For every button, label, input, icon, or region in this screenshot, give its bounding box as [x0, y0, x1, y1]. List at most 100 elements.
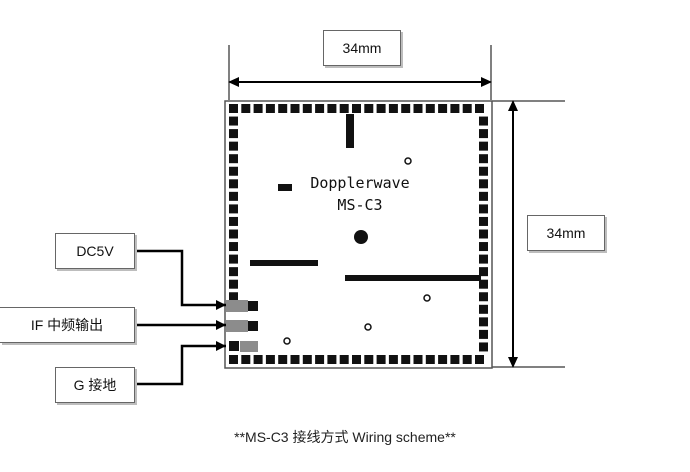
- perimeter-pad: [229, 204, 238, 214]
- perimeter-pad: [479, 242, 488, 252]
- perimeter-pad: [479, 317, 488, 327]
- perimeter-pad: [253, 104, 263, 113]
- wire-gnd-arrow: [216, 341, 226, 351]
- pin-pad-dc5v: [226, 300, 248, 312]
- perimeter-pad: [479, 154, 488, 164]
- perimeter-pad: [479, 304, 488, 314]
- perimeter-pads: [229, 104, 488, 364]
- perimeter-pad: [479, 204, 488, 214]
- perimeter-pad: [475, 355, 484, 364]
- perimeter-pad: [229, 355, 238, 364]
- perimeter-pad: [479, 129, 488, 139]
- perimeter-pad: [388, 104, 398, 113]
- perimeter-pad: [364, 355, 374, 364]
- perimeter-pad: [462, 355, 472, 364]
- perimeter-pad: [438, 104, 448, 113]
- small-pad-block: [278, 184, 292, 191]
- perimeter-pad: [229, 267, 238, 277]
- perimeter-pad: [352, 355, 361, 364]
- perimeter-pad: [229, 242, 238, 252]
- perimeter-pad: [479, 179, 488, 189]
- right-arrow-bottom: [508, 357, 518, 368]
- board-model-label: MS-C3: [337, 196, 383, 214]
- pin-label-dc5v: DC5V: [55, 233, 135, 269]
- perimeter-pad: [413, 104, 423, 113]
- via-hole: [423, 294, 431, 302]
- perimeter-pad: [229, 116, 238, 126]
- pin-pad-dc5v-end: [248, 301, 258, 311]
- perimeter-pad: [479, 116, 488, 126]
- perimeter-pad: [229, 279, 238, 289]
- center-mounting-dot: [354, 230, 368, 244]
- right-pin-row: [345, 275, 481, 281]
- perimeter-pad: [265, 104, 275, 113]
- perimeter-pad: [339, 355, 349, 364]
- perimeter-pad: [302, 355, 312, 364]
- perimeter-pad: [479, 166, 488, 176]
- right-arrow-top: [508, 100, 518, 111]
- perimeter-pad: [479, 191, 488, 201]
- perimeter-pad: [327, 355, 337, 364]
- perimeter-pad: [438, 355, 448, 364]
- perimeter-pad: [327, 104, 337, 113]
- perimeter-pad: [401, 104, 411, 113]
- perimeter-pad: [229, 179, 238, 189]
- perimeter-pad: [229, 154, 238, 164]
- via-hole: [283, 337, 291, 345]
- perimeter-pad: [229, 216, 238, 226]
- via-hole: [364, 323, 372, 331]
- pin-pad-gnd: [240, 341, 258, 352]
- perimeter-pad: [229, 129, 238, 139]
- vertical-header: [346, 114, 354, 148]
- perimeter-pad: [315, 104, 325, 113]
- perimeter-pad: [265, 355, 275, 364]
- perimeter-pad: [302, 104, 312, 113]
- top-arrow-left: [228, 77, 239, 87]
- perimeter-pad: [401, 355, 411, 364]
- perimeter-pad: [413, 355, 423, 364]
- perimeter-pad: [479, 254, 488, 264]
- perimeter-pad: [479, 329, 488, 339]
- perimeter-pad: [450, 355, 460, 364]
- perimeter-pad: [479, 279, 488, 289]
- perimeter-pad: [278, 355, 288, 364]
- perimeter-pad: [462, 104, 472, 113]
- via-hole: [404, 157, 412, 165]
- top-arrow-right: [481, 77, 492, 87]
- perimeter-pad: [253, 355, 263, 364]
- perimeter-pad: [290, 355, 300, 364]
- diagram-caption: **MS-C3 接线方式 Wiring scheme**: [234, 429, 456, 445]
- perimeter-pad: [229, 229, 238, 239]
- perimeter-pad: [479, 216, 488, 226]
- wire-dc5v-arrow: [216, 300, 226, 310]
- perimeter-pad: [479, 141, 488, 151]
- perimeter-pad: [315, 355, 325, 364]
- perimeter-pad: [278, 104, 288, 113]
- perimeter-pad: [352, 104, 361, 113]
- perimeter-pad: [229, 166, 238, 176]
- wire-if-arrow: [216, 320, 226, 330]
- perimeter-pad: [479, 267, 488, 277]
- perimeter-pad: [339, 104, 349, 113]
- perimeter-pad: [475, 104, 484, 113]
- perimeter-pad: [241, 104, 251, 113]
- pin-label-if-output: IF 中频输出: [0, 307, 135, 343]
- perimeter-pad: [364, 104, 374, 113]
- right-dimension-label: 34mm: [527, 215, 605, 251]
- pin-pad-if-end: [248, 321, 258, 331]
- perimeter-pad: [425, 355, 435, 364]
- perimeter-pad: [479, 292, 488, 302]
- board-brand-label: Dopplerwave: [310, 174, 410, 192]
- perimeter-pad: [229, 254, 238, 264]
- perimeter-pad: [229, 141, 238, 151]
- top-dimension-label: 34mm: [323, 30, 401, 66]
- perimeter-pad: [241, 355, 251, 364]
- perimeter-pad: [290, 104, 300, 113]
- perimeter-pad: [229, 292, 238, 302]
- perimeter-pad: [425, 104, 435, 113]
- perimeter-pad: [450, 104, 460, 113]
- perimeter-pad: [229, 104, 238, 113]
- perimeter-pad: [388, 355, 398, 364]
- perimeter-pad: [376, 355, 386, 364]
